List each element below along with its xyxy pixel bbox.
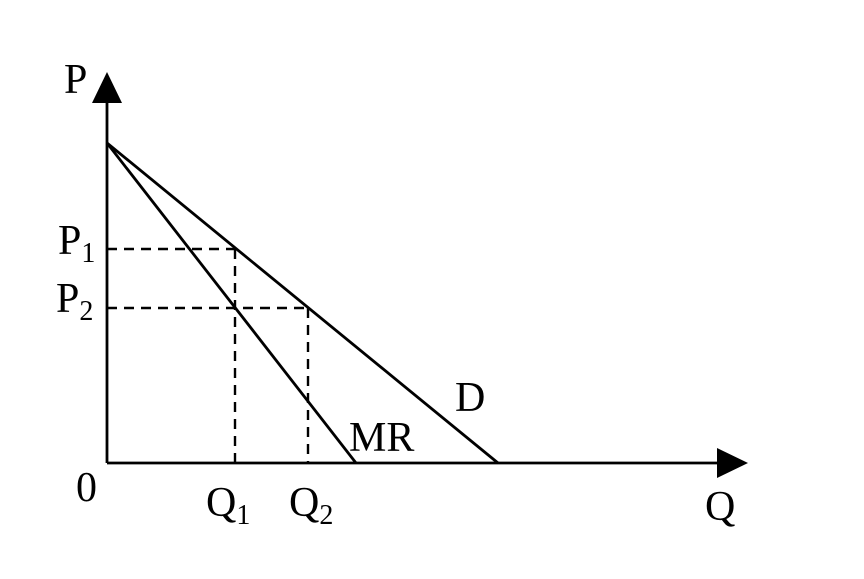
- q2-label: Q2: [289, 480, 333, 531]
- p1-letter: P: [58, 218, 81, 264]
- demand-label: D: [455, 375, 485, 421]
- mr-label: MR: [349, 415, 414, 461]
- y-axis-label: P: [64, 57, 87, 103]
- p2-subscript: 2: [79, 296, 93, 327]
- q1-subscript: 1: [236, 500, 250, 531]
- x-axis-arrowhead: [717, 448, 748, 478]
- demand-curve: [106, 141, 499, 465]
- y-axis-arrowhead: [92, 72, 122, 103]
- p2-label: P2: [56, 276, 93, 327]
- q1-label: Q1: [206, 480, 250, 531]
- p2-letter: P: [56, 276, 79, 322]
- q1-letter: Q: [206, 480, 236, 526]
- p1-subscript: 1: [81, 238, 95, 269]
- p1-label: P1: [58, 218, 95, 269]
- origin-label: 0: [76, 465, 97, 511]
- q2-letter: Q: [289, 480, 319, 526]
- marginal-revenue-curve: [105, 142, 358, 464]
- x-axis-label: Q: [705, 484, 735, 530]
- q2-subscript: 2: [319, 500, 333, 531]
